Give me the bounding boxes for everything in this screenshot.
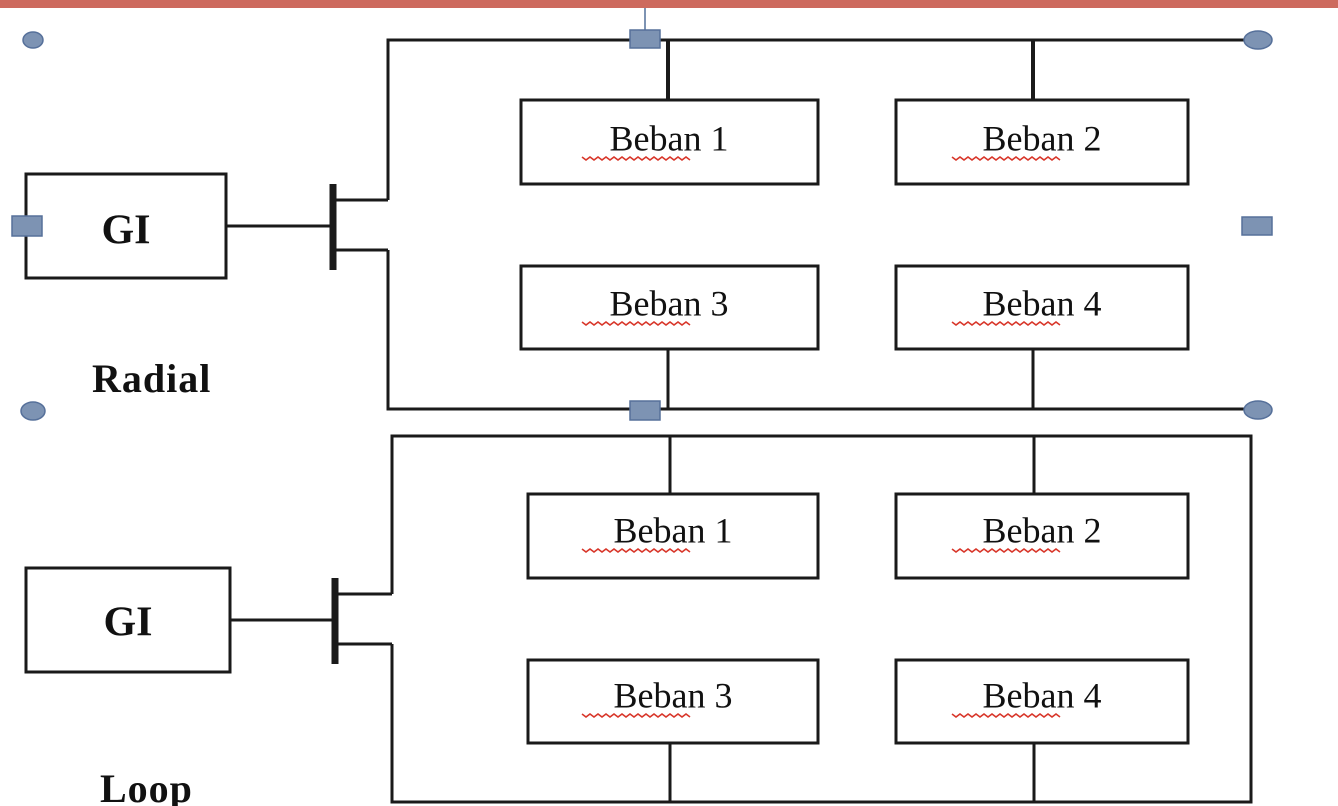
resize-handle-top-right[interactable] xyxy=(1243,30,1273,50)
radial-gi-box xyxy=(24,172,228,280)
loop-load-label-4: Beban 4 xyxy=(983,675,1102,715)
loop-load-box-2 xyxy=(894,492,1190,580)
loop-gi-label: GI xyxy=(103,600,152,646)
radial-load-label-2: Beban 2 xyxy=(983,118,1102,158)
loop-spellcheck-3 xyxy=(581,713,691,718)
selection-frame[interactable] xyxy=(11,8,1273,421)
radial-gi-label: GI xyxy=(101,208,150,254)
radial-bottom-bus xyxy=(386,250,1258,411)
loop-load-box-1 xyxy=(526,492,820,580)
radial-load-box-4 xyxy=(894,264,1190,351)
radial-load-box-2 xyxy=(894,98,1190,186)
radial-load-label-4: Beban 4 xyxy=(983,283,1102,323)
radial-spellcheck-4 xyxy=(951,321,1061,326)
radial-top-bus xyxy=(386,38,1258,200)
loop-load-label-1: Beban 1 xyxy=(614,510,733,550)
resize-handle-top-left[interactable] xyxy=(22,31,44,49)
radial-caption: Radial xyxy=(92,356,211,401)
loop-caption: Loop xyxy=(100,766,193,806)
loop-gi-box xyxy=(24,566,232,674)
loop-network: GI Beban 1 Beban 2 Beban 3 Beban 4 Loop xyxy=(24,434,1253,806)
radial-spellcheck-2 xyxy=(951,156,1061,161)
loop-load-label-3: Beban 3 xyxy=(614,675,733,715)
loop-spellcheck-1 xyxy=(581,548,691,553)
radial-load-box-3 xyxy=(519,264,820,351)
loop-spellcheck-4 xyxy=(951,713,1061,718)
loop-load-box-4 xyxy=(894,658,1190,745)
radial-load-label-3: Beban 3 xyxy=(610,283,729,323)
resize-handle-bottom-center[interactable] xyxy=(629,400,661,421)
resize-handle-top-center[interactable] xyxy=(629,29,661,49)
radial-load-box-1 xyxy=(519,98,820,186)
radial-spellcheck-1 xyxy=(581,156,691,161)
resize-handle-middle-right[interactable] xyxy=(1241,216,1273,236)
loop-load-label-2: Beban 2 xyxy=(983,510,1102,550)
loop-spellcheck-2 xyxy=(951,548,1061,553)
radial-spellcheck-3 xyxy=(581,321,691,326)
radial-load-label-1: Beban 1 xyxy=(610,118,729,158)
resize-handle-bottom-right[interactable] xyxy=(1243,400,1273,420)
loop-load-box-3 xyxy=(526,658,820,745)
resize-handle-bottom-left[interactable] xyxy=(20,401,46,421)
radial-network: GI Beban 1 Beban 2 Beban 3 Beban 4 Radia… xyxy=(24,38,1258,411)
loop-ring-bus xyxy=(390,434,1253,804)
resize-handle-middle-left[interactable] xyxy=(11,215,43,237)
slide-title-bar xyxy=(0,0,1338,8)
